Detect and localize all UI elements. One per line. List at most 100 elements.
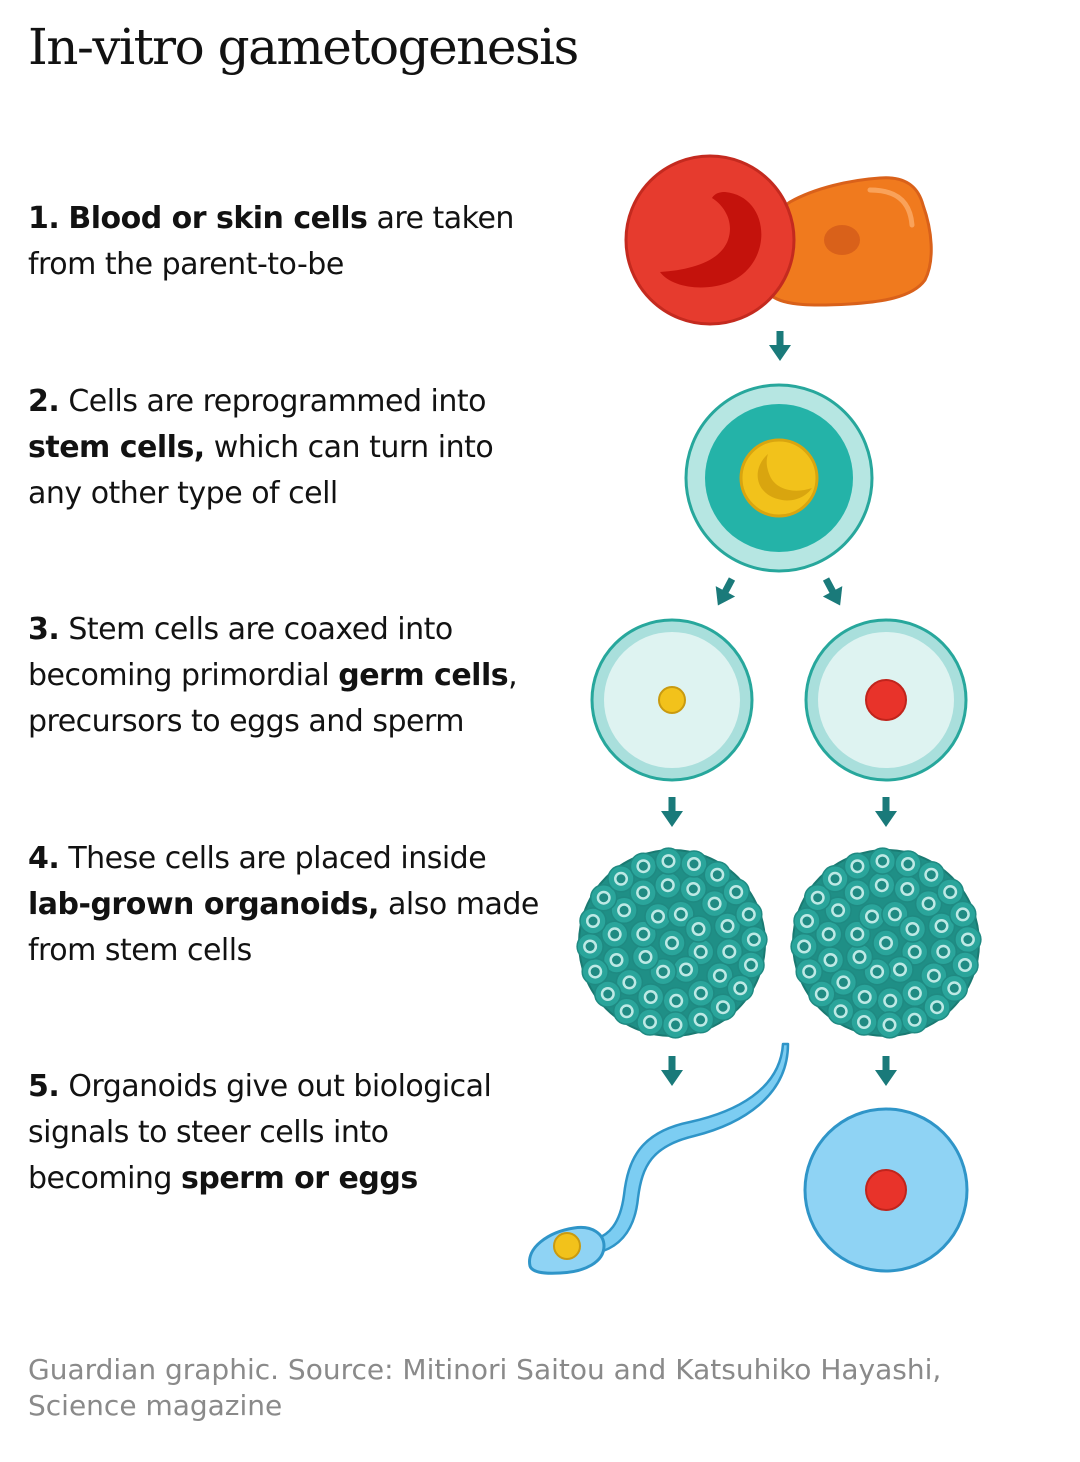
step-text: from stem cells <box>28 933 252 968</box>
arrow-down-icon <box>875 797 897 827</box>
step-text: any other type of cell <box>28 476 338 511</box>
germ-cell-icon <box>804 618 968 782</box>
organoid-cell <box>662 987 690 1015</box>
step-highlight: germ cells <box>338 658 509 693</box>
organoid-cell <box>686 1006 715 1034</box>
caption-line: Science magazine <box>28 1389 283 1422</box>
organoid-cell <box>740 925 768 954</box>
step-text: Stem cells are coaxed into <box>59 612 453 647</box>
organoid-cell <box>594 980 622 1008</box>
organoid-cell <box>886 955 914 984</box>
organoid-cell <box>658 929 686 957</box>
caption-line: Guardian graphic. Source: Mitinori Saito… <box>28 1353 942 1386</box>
organoid-cell <box>875 1011 904 1039</box>
organoid-cell <box>644 902 672 931</box>
stem-cell-icon <box>684 383 874 573</box>
organoid-cell <box>858 902 886 931</box>
organoid-cell <box>629 878 657 907</box>
sperm-icon <box>528 1042 790 1275</box>
organoid-cell <box>654 871 682 899</box>
step-text: signals to steer cells into <box>28 1115 389 1150</box>
organoid-cell <box>868 847 897 875</box>
step-number: 2. <box>28 384 60 419</box>
organoid-cell <box>672 955 700 984</box>
arrow-down-icon <box>875 1056 897 1086</box>
step-text: are taken <box>367 201 514 236</box>
step-highlight: sperm or eggs <box>181 1161 418 1196</box>
organoid-cell <box>661 1011 690 1039</box>
arrow-down-icon <box>708 573 742 611</box>
organoid-cell <box>901 979 929 1008</box>
organoid-cell <box>898 915 927 943</box>
organoid-cell <box>735 900 763 929</box>
step-number: 3. <box>28 612 60 647</box>
organoid-cell <box>845 943 874 971</box>
step-text: Cells are reprogrammed into <box>59 384 487 419</box>
organoid-cell <box>684 915 713 943</box>
organoid-cell <box>687 979 715 1008</box>
arrow-down-icon <box>661 797 683 827</box>
organoid-icon <box>790 847 982 1039</box>
step-1: 1. Blood or skin cells are taken from th… <box>28 196 568 288</box>
organoid-cell <box>722 878 750 906</box>
organoid-cell <box>654 847 683 875</box>
organoid-cell <box>680 850 708 878</box>
arrow-down-icon <box>769 331 791 361</box>
organoid-cell <box>607 865 635 893</box>
step-highlight: stem cells, <box>28 430 205 465</box>
step-number: 1. <box>28 201 60 236</box>
step-2: 2. Cells are reprogrammed into stem cell… <box>28 379 568 517</box>
step-number: 4. <box>28 841 60 876</box>
organoid-cell <box>579 907 607 935</box>
source-caption: Guardian graphic. Source: Mitinori Saito… <box>28 1352 1028 1424</box>
step-text: also made <box>378 887 539 922</box>
organoid-cell <box>790 932 818 961</box>
step-text: becoming primordial <box>28 658 339 693</box>
organoid-cell <box>936 878 964 906</box>
organoid-cell <box>949 900 977 929</box>
organoid-cell <box>900 1006 929 1034</box>
organoid-cell <box>636 1008 664 1036</box>
step-text: becoming <box>28 1161 181 1196</box>
page-title: In-vitro gametogenesis <box>28 18 579 76</box>
step-4: 4. These cells are placed inside lab-gro… <box>28 836 568 974</box>
step-text: , <box>508 658 518 693</box>
organoid-cell <box>737 951 765 979</box>
organoid-icon <box>576 847 768 1039</box>
organoid-cell <box>808 980 836 1008</box>
step-number: 5. <box>28 1069 60 1104</box>
organoid-cell <box>631 943 660 971</box>
organoid-cell <box>581 957 609 986</box>
organoid-cell <box>872 929 900 957</box>
organoid-cell <box>894 850 922 878</box>
step-highlight: Blood or skin cells <box>68 201 368 236</box>
step-text: precursors to eggs and sperm <box>28 704 465 739</box>
step-text: Organoids give out biological <box>59 1069 492 1104</box>
organoid-cell <box>793 907 821 935</box>
step-text: These cells are placed inside <box>59 841 487 876</box>
germ-cell-icon <box>590 618 754 782</box>
step-text: from the parent-to-be <box>28 247 344 282</box>
organoid-cell <box>726 974 755 1003</box>
organoid-cell <box>795 957 823 986</box>
organoid-cell <box>954 925 982 954</box>
organoid-cell <box>868 871 896 899</box>
arrow-down-icon <box>816 573 850 611</box>
step-3: 3. Stem cells are coaxed into becoming p… <box>28 607 568 745</box>
step-text: which can turn into <box>204 430 494 465</box>
organoid-cell <box>850 1008 878 1036</box>
organoid-cell <box>576 932 604 961</box>
organoid-cell <box>821 865 849 893</box>
organoid-cell <box>940 974 969 1003</box>
organoid-cell <box>629 852 658 880</box>
organoid-cell <box>876 987 904 1015</box>
step-5: 5. Organoids give out biological signals… <box>28 1064 568 1202</box>
organoid-cell <box>843 852 872 880</box>
step-highlight: lab-grown organoids, <box>28 887 379 922</box>
blood-cell-icon <box>624 154 796 326</box>
egg-icon <box>803 1107 969 1273</box>
organoid-cell <box>843 878 871 907</box>
organoid-cell <box>951 951 979 979</box>
arrow-down-icon <box>661 1056 683 1086</box>
